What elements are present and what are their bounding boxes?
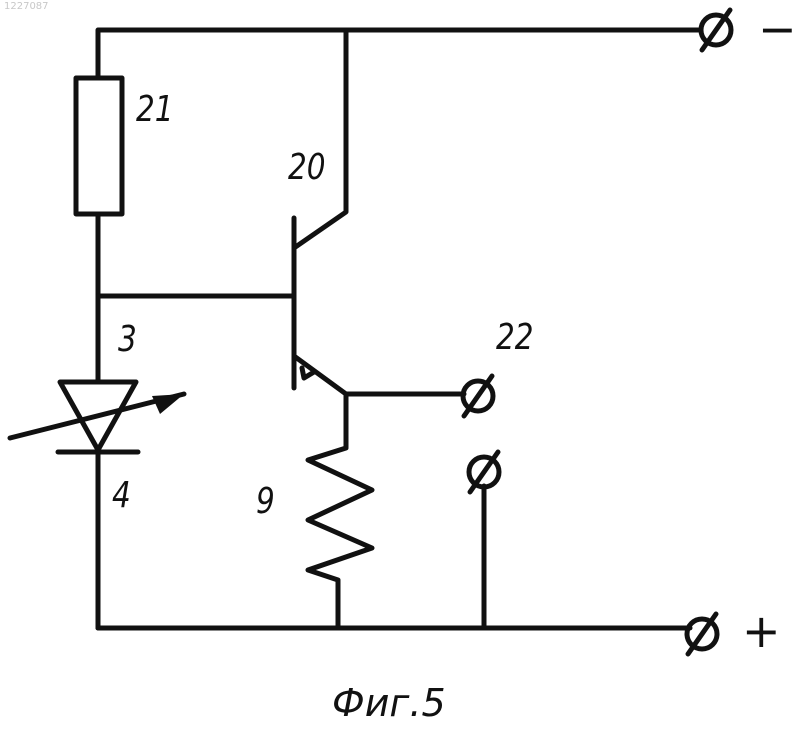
transistor-20-collector xyxy=(294,30,346,248)
label-transistor-20: 20 xyxy=(288,150,326,186)
label-resistor-21: 21 xyxy=(136,92,174,128)
label-resistor-9: 9 xyxy=(256,484,275,520)
label-minus: − xyxy=(758,6,797,52)
light-arrowhead xyxy=(152,394,184,414)
label-photodiode-4: 4 xyxy=(112,478,131,514)
resistor-9-zigzag xyxy=(308,394,372,628)
terminal-plus-icon xyxy=(687,614,717,654)
top-rail-wire xyxy=(98,30,700,78)
document-id: 1227087 xyxy=(4,2,49,12)
label-plus: + xyxy=(742,608,781,654)
label-terminal-22: 22 xyxy=(496,320,534,356)
terminal-minus-icon xyxy=(701,10,731,50)
resistor-21-body xyxy=(76,78,122,214)
label-photodiode-3: 3 xyxy=(118,322,137,358)
figure-caption: Фиг.5 xyxy=(332,684,446,722)
terminal-22-icon xyxy=(463,376,493,416)
terminal-open-icon xyxy=(469,452,499,492)
